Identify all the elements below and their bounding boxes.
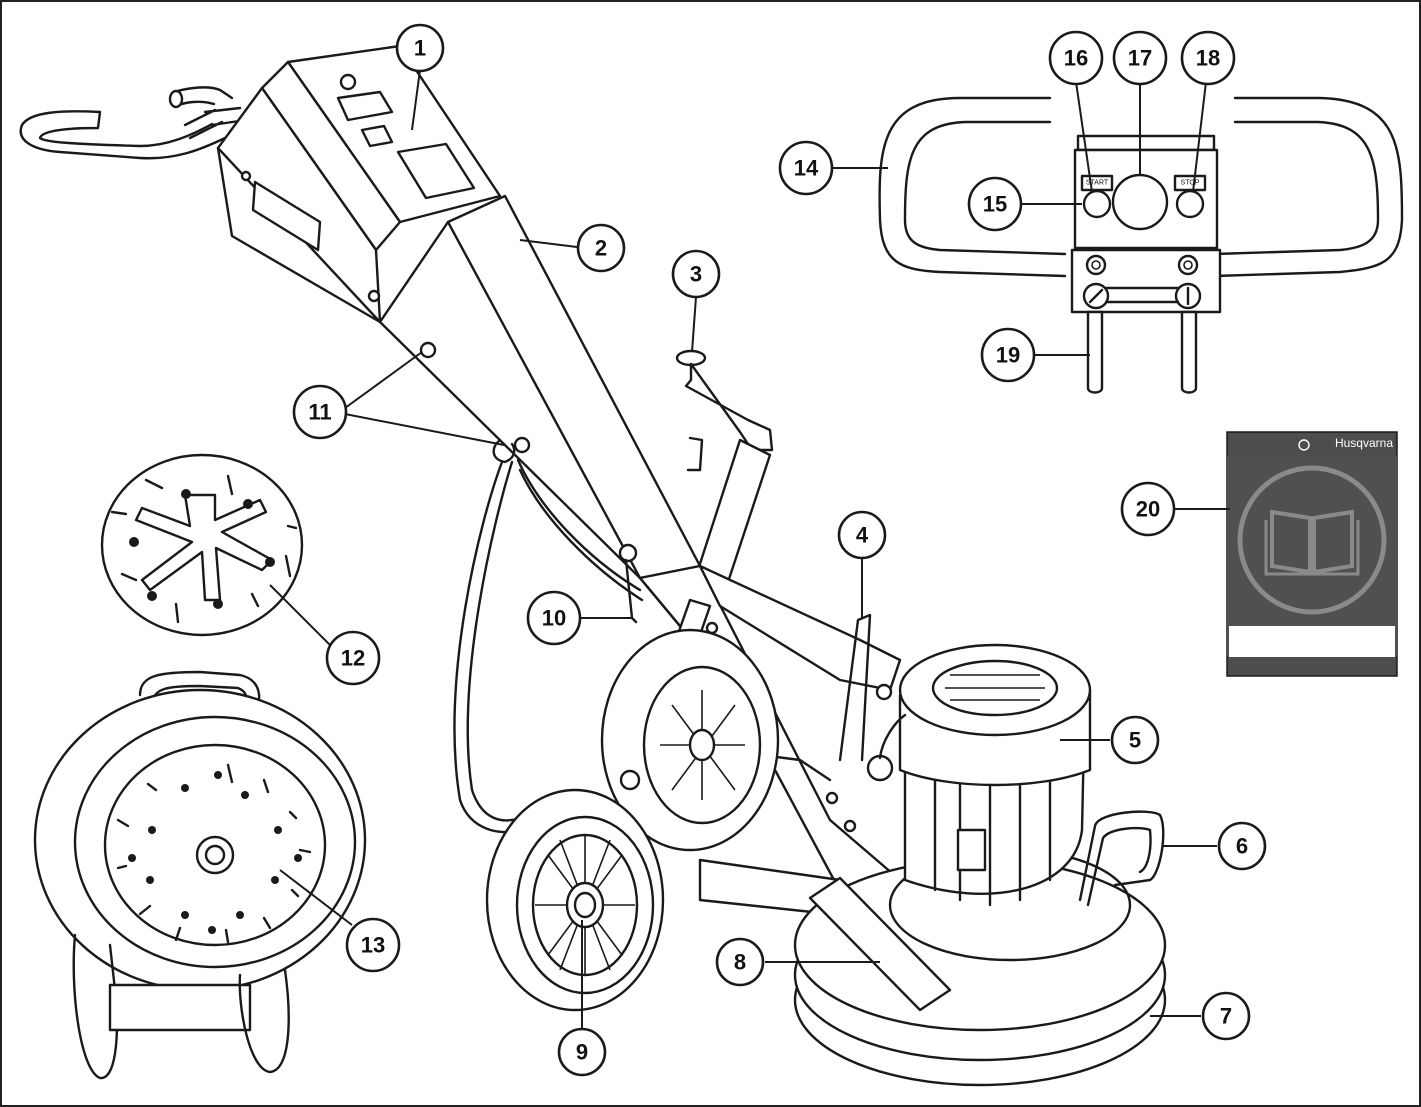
callout-18: 18 xyxy=(1180,30,1236,86)
svg-text:8: 8 xyxy=(734,950,746,975)
callout-20: 20 xyxy=(1120,481,1176,537)
main-handlebar xyxy=(19,86,248,160)
svg-text:5: 5 xyxy=(1129,728,1141,753)
leader-lines xyxy=(269,69,1230,1028)
start-button-label: START xyxy=(1086,180,1109,187)
svg-text:10: 10 xyxy=(542,606,566,631)
svg-text:19: 19 xyxy=(996,343,1020,368)
svg-text:2: 2 xyxy=(595,236,607,261)
svg-text:4: 4 xyxy=(856,523,869,548)
lifting-handle xyxy=(1078,810,1165,907)
rear-wheel-back xyxy=(600,628,780,852)
svg-text:18: 18 xyxy=(1196,46,1220,71)
callout-11: 11 xyxy=(292,384,348,440)
callout-12: 12 xyxy=(325,630,381,686)
crown-logo-icon xyxy=(1298,439,1310,451)
callout-17: 17 xyxy=(1112,30,1168,86)
grinding-disc-illustration xyxy=(100,453,304,637)
transport-wheel xyxy=(485,769,665,1012)
open-book-icon xyxy=(1237,465,1387,615)
svg-text:15: 15 xyxy=(983,192,1007,217)
callout-14: 14 xyxy=(778,140,834,196)
callout-7: 7 xyxy=(1201,991,1251,1041)
svg-text:7: 7 xyxy=(1220,1004,1232,1029)
control-box xyxy=(216,44,502,324)
callout-15: 15 xyxy=(967,176,1023,232)
svg-text:11: 11 xyxy=(308,400,331,425)
handle-detail-illustration: START STOP xyxy=(878,96,1404,394)
callout-5: 5 xyxy=(1110,715,1160,765)
callout-8: 8 xyxy=(715,937,765,987)
grinding-head xyxy=(793,848,1167,1087)
stop-button-label: STOP xyxy=(1181,180,1200,187)
water-hose xyxy=(453,458,644,834)
svg-text:16: 16 xyxy=(1064,46,1088,71)
callout-19: 19 xyxy=(980,327,1036,383)
svg-text:17: 17 xyxy=(1128,46,1152,71)
floor-grinder-illustration xyxy=(19,44,1167,1087)
svg-text:3: 3 xyxy=(690,262,702,287)
svg-text:1: 1 xyxy=(414,36,426,61)
svg-text:9: 9 xyxy=(576,1040,588,1065)
svg-text:13: 13 xyxy=(361,933,385,958)
svg-text:20: 20 xyxy=(1136,497,1160,522)
weight-bracket xyxy=(838,613,893,762)
callout-6: 6 xyxy=(1217,821,1267,871)
callout-9: 9 xyxy=(557,1027,607,1077)
underside-view-illustration xyxy=(33,670,367,1080)
callout-1: 1 xyxy=(395,23,445,73)
svg-text:14: 14 xyxy=(794,156,819,181)
emergency-stop-button[interactable] xyxy=(1111,173,1169,231)
main-column xyxy=(378,194,702,580)
callout-2: 2 xyxy=(576,223,626,273)
callout-3: 3 xyxy=(671,249,721,299)
manual-brand: Husqvarna xyxy=(1335,436,1393,450)
operator-manual: Husqvarna xyxy=(1226,431,1398,677)
stop-button[interactable] xyxy=(1175,189,1205,219)
start-button[interactable] xyxy=(1082,189,1112,219)
callout-4: 4 xyxy=(837,510,887,560)
callout-10: 10 xyxy=(526,590,582,646)
svg-text:12: 12 xyxy=(341,646,365,671)
callout-16: 16 xyxy=(1048,30,1104,86)
svg-text:6: 6 xyxy=(1236,834,1248,859)
electric-motor xyxy=(866,643,1092,907)
callout-13: 13 xyxy=(345,917,401,973)
